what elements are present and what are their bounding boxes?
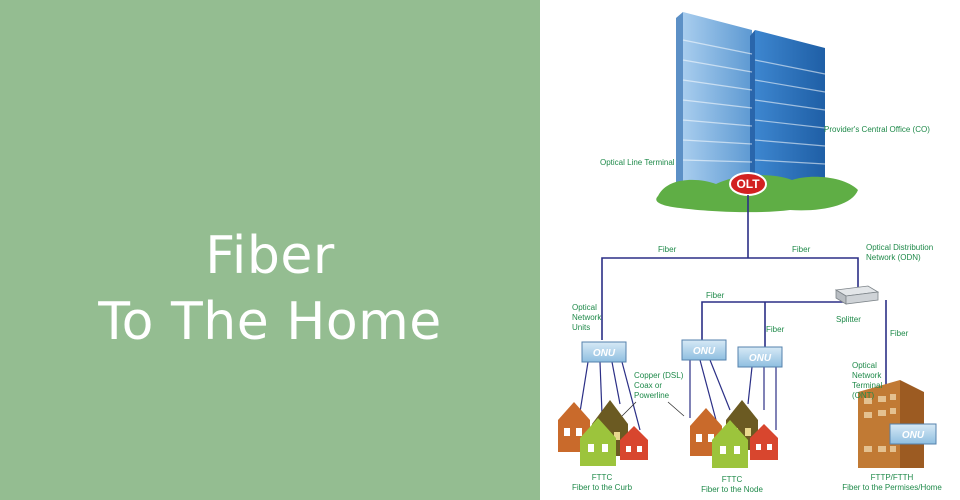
label-optical-line-terminal: Optical Line Terminal [600, 158, 675, 167]
caption-fttp-sub: Fiber to the Permises/Home [842, 483, 942, 492]
hero-title-line1: Fiber [205, 225, 335, 286]
splitter-device [834, 285, 880, 305]
tower-right-side [750, 30, 755, 190]
ont-box: ONU [889, 423, 937, 445]
fiber-node-bus [701, 301, 845, 340]
label-copper-3: Powerline [634, 391, 670, 400]
label-ont-4: (ONT) [852, 391, 875, 400]
label-onu-units-1: Optical [572, 303, 597, 312]
label-fiber-2: Fiber [792, 245, 811, 254]
olt-label: OLT [736, 177, 760, 191]
onu-node-2-label: ONU [749, 353, 772, 364]
label-copper-2: Coax or [634, 381, 662, 390]
onu-curb-label: ONU [593, 348, 616, 359]
tower-left-side [676, 12, 683, 190]
ont-box-label: ONU [902, 430, 925, 441]
label-fiber-4: Fiber [766, 325, 785, 334]
caption-fttc-node-sub: Fiber to the Node [701, 485, 763, 494]
hero-panel: Fiber To The Home [0, 0, 540, 500]
label-ont-3: Terminal [852, 381, 882, 390]
caption-fttc-curb-title: FTTC [592, 473, 613, 482]
hero-title-line2: To The Home [98, 291, 442, 352]
label-onu-units-2: Network [572, 313, 602, 322]
label-copper-1: Copper (DSL) [634, 371, 684, 380]
copper-pointer-2 [667, 401, 685, 417]
label-odn-line2: Network (ODN) [866, 253, 921, 262]
hero-title: Fiber To The Home [0, 223, 540, 355]
copper-pointer-1 [621, 401, 637, 417]
caption-fttc-node-title: FTTC [722, 475, 743, 484]
tower-right [755, 30, 825, 190]
label-onu-units-3: Units [572, 323, 590, 332]
label-fiber-1: Fiber [658, 245, 677, 254]
fiber-network [601, 195, 887, 425]
tower-window-lines [682, 39, 826, 165]
label-ont-2: Network [852, 371, 882, 380]
central-office-building: OLT [656, 12, 858, 213]
label-splitter: Splitter [836, 315, 861, 324]
label-fiber-3: Fiber [706, 291, 725, 300]
caption-fttc-curb-sub: Fiber to the Curb [572, 483, 633, 492]
label-odn-line1: Optical Distribution [866, 243, 933, 252]
caption-fttp-title: FTTP/FTTH [871, 473, 914, 482]
label-central-office: Provider's Central Office (CO) [824, 125, 930, 134]
onu-node-1-label: ONU [693, 346, 716, 357]
ftth-diagram: OLT ONU ONU ONU [558, 12, 942, 494]
houses-node-cluster [690, 400, 778, 468]
label-fiber-5: Fiber [890, 329, 909, 338]
copper-drops [579, 359, 777, 431]
onu-node-1: ONU [681, 339, 727, 361]
label-ont-1: Optical [852, 361, 877, 370]
houses-curb-cluster [558, 400, 648, 466]
fiber-main-bus [601, 257, 859, 340]
onu-curb: ONU [581, 341, 627, 363]
tower-left [683, 12, 752, 190]
onu-node-2: ONU [737, 346, 783, 368]
